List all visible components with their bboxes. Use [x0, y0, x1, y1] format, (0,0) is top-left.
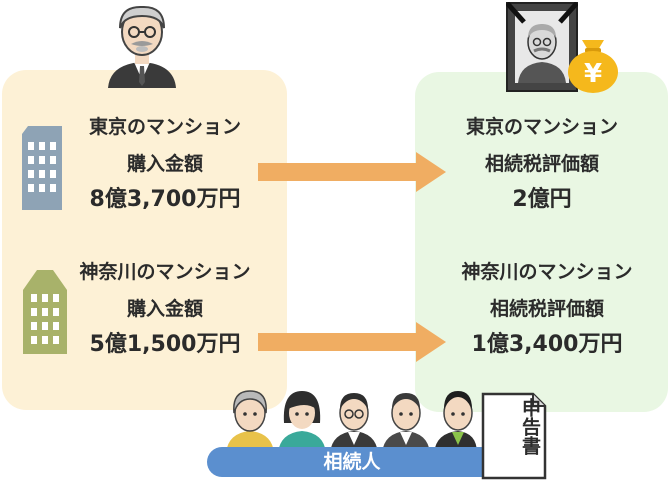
- tokyo-purchase-label: 購入金額: [126, 153, 203, 175]
- tokyo-valuation-value: 2億円: [512, 187, 572, 212]
- kanagawa-valuation-label: 相続税評価額: [489, 298, 604, 320]
- kanagawa-name-right: 神奈川のマンション: [461, 261, 633, 283]
- heirs-group-icon: [226, 390, 477, 453]
- money-bag-icon: ¥: [568, 40, 618, 93]
- kanagawa-valuation-value: 1億3,400万円: [471, 332, 623, 357]
- arrow-icon: [258, 152, 446, 192]
- building-icon: [23, 270, 67, 354]
- yen-symbol: ¥: [584, 59, 602, 89]
- tokyo-purchase-value: 8億3,700万円: [89, 187, 241, 212]
- tokyo-name-left: 東京のマンション: [88, 116, 241, 138]
- kanagawa-purchase-label: 購入金額: [126, 298, 203, 320]
- arrow-icon: [258, 322, 446, 362]
- document-label: 申告書: [519, 398, 541, 455]
- document-icon: [481, 392, 547, 480]
- tokyo-name-right: 東京のマンション: [465, 116, 618, 138]
- kanagawa-purchase-value: 5億1,500万円: [89, 332, 241, 357]
- building-icon: [22, 126, 62, 210]
- tokyo-valuation-label: 相続税評価額: [484, 153, 599, 175]
- heirs-label: 相続人: [207, 447, 497, 477]
- kanagawa-name-left: 神奈川のマンション: [79, 261, 251, 283]
- valuation-panel: [415, 72, 668, 412]
- memorial-portrait-icon: [506, 2, 578, 92]
- grandfather-icon: [108, 5, 176, 88]
